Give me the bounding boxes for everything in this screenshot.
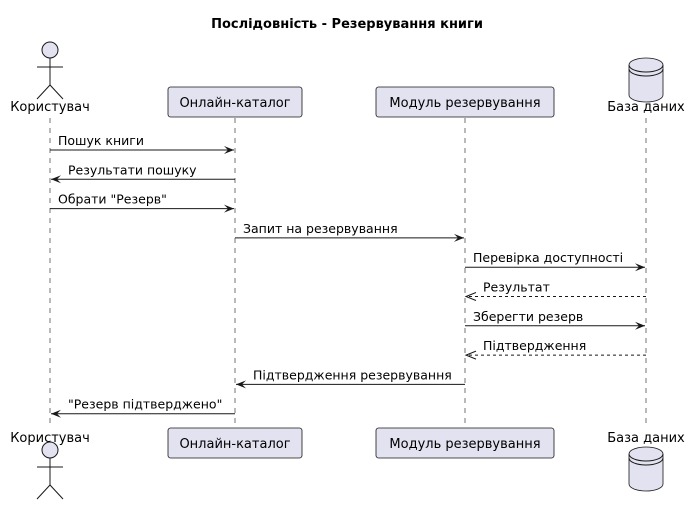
participant-reservation-top: Модуль резервування: [375, 86, 555, 118]
database-rim-inner: [628, 68, 664, 77]
message-arrowhead: [224, 146, 234, 154]
message-label: Обрати "Резерв": [58, 192, 167, 207]
actor-user-bottom: Користувач: [10, 431, 90, 500]
message-6: Результат: [464, 280, 646, 301]
actor-leg-left: [36, 84, 51, 100]
participant-label: Онлайн-каталог: [179, 437, 290, 452]
message-label: Підтвердження: [483, 338, 586, 353]
message-3: Обрати "Резерв": [50, 192, 234, 213]
message-10: "Резерв підтверджено": [51, 397, 235, 418]
message-arrowhead: [236, 380, 246, 389]
message-label: Підтвердження резервування: [253, 367, 452, 382]
message-arrowhead: [224, 204, 234, 213]
message-9: Підтвердження резервування: [236, 367, 465, 389]
actor-leg-right: [49, 84, 64, 100]
message-1: Пошук книги: [50, 133, 234, 154]
participant-box: [375, 86, 555, 118]
message-4: Запит на резервування: [235, 221, 464, 242]
actor-leg-left: [36, 484, 51, 500]
actor-user-top: Користувач: [10, 41, 90, 115]
participant-catalog-top: Онлайн-каталог: [167, 86, 303, 118]
participant-label: Онлайн-каталог: [179, 96, 290, 111]
message-arrowhead: [635, 321, 645, 330]
message-label: Запит на резервування: [243, 221, 398, 236]
database-label: База даних: [607, 100, 685, 115]
diagram-title: Послідовність - Резервування книги: [211, 17, 483, 32]
message-label: Пошук книги: [58, 133, 144, 148]
actor-label: Користувач: [10, 431, 90, 446]
actor-leg-right: [49, 484, 64, 500]
participant-catalog-bottom: Онлайн-каталог: [167, 427, 303, 459]
message-2: Результати пошуку: [51, 162, 235, 184]
message-label: Перевірка доступності: [473, 250, 623, 265]
database-db-bottom: База даних: [607, 431, 685, 492]
database-rim: [628, 453, 664, 462]
database-rim-inner: [628, 457, 664, 466]
participant-box: [167, 427, 303, 459]
message-5: Перевірка доступності: [465, 250, 645, 272]
database-label: База даних: [607, 431, 685, 446]
message-arrowhead: [464, 292, 477, 301]
message-arrowhead: [454, 233, 464, 242]
message-arrowhead: [635, 263, 645, 272]
message-arrowhead: [464, 350, 477, 360]
database-body: [628, 57, 664, 103]
actor-label: Користувач: [10, 100, 90, 115]
participant-label: Модуль резервування: [389, 437, 540, 452]
database-rim: [628, 64, 664, 73]
actor-head: [41, 41, 59, 59]
message-label: Результат: [483, 280, 550, 295]
database-db-top: База даних: [607, 57, 685, 115]
message-7: Зберегти резерв: [465, 309, 645, 330]
message-label: Зберегти резерв: [473, 309, 583, 324]
participant-box: [167, 86, 303, 118]
message-label: "Резерв підтверджено": [68, 397, 222, 412]
message-arrowhead: [51, 409, 61, 418]
participant-reservation-bottom: Модуль резервування: [375, 427, 555, 459]
database-body: [628, 446, 664, 492]
message-label: Результати пошуку: [68, 162, 197, 177]
message-8: Підтвердження: [464, 338, 646, 360]
participant-box: [375, 427, 555, 459]
participant-label: Модуль резервування: [389, 96, 540, 111]
message-arrowhead: [51, 175, 61, 184]
